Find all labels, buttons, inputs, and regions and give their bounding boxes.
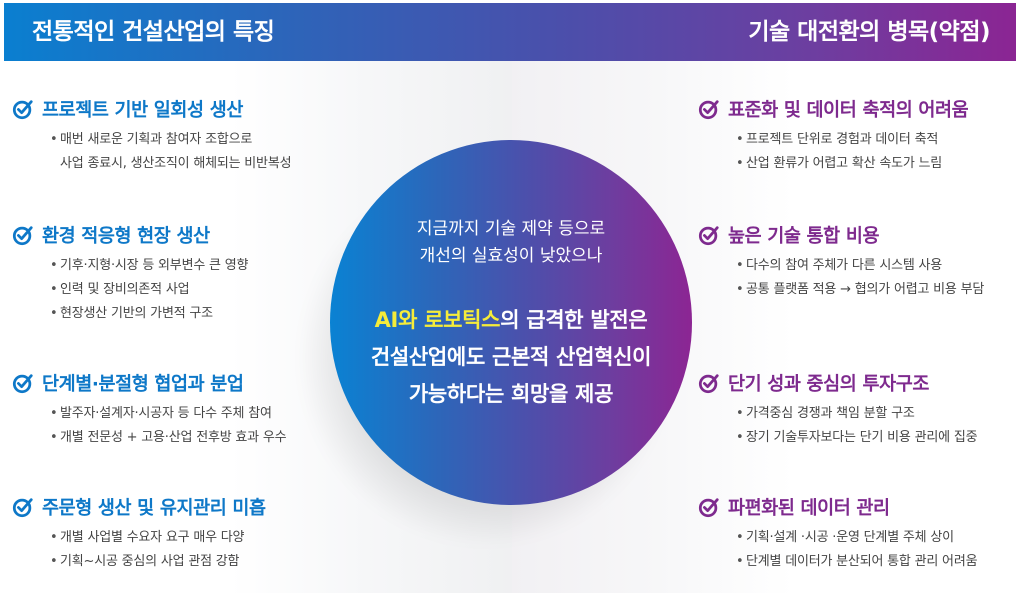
bullet-text: 발주자·설계자·시공자 등 다수 주체 참여 [60, 406, 272, 421]
bullet-text: 프로젝트 단위로 경험과 데이터 축적 [746, 132, 939, 147]
check-circle-icon [12, 498, 33, 518]
header-right-title: 기술 대전환의 병목(약점) [748, 19, 990, 45]
circle-intro-text: 지금까지 기술 제약 등으로 개선의 실효성이 낮았으나 [330, 216, 692, 270]
bullet-text: 기획·설계 ·시공 ·운영 단계별 주체 상이 [746, 530, 954, 545]
check-circle-icon [698, 226, 719, 246]
right-item-3: 단기 성과 중심의 투자구조 •가격중심 경쟁과 책임 분할 구조 •장기 기술… [698, 370, 978, 450]
header-banner: 전통적인 건설산업의 특징 기술 대전환의 병목(약점) [4, 3, 1016, 61]
item-title: 표준화 및 데이터 축적의 어려움 [728, 100, 969, 121]
bullet-text: 개별 사업별 수요자 요구 매우 다양 [60, 530, 245, 545]
bullet-text: 인력 및 장비의존적 사업 [60, 282, 190, 297]
check-circle-icon [12, 226, 33, 246]
check-circle-icon [698, 374, 719, 394]
center-circle: 지금까지 기술 제약 등으로 개선의 실효성이 낮았으나 AI와 로보틱스의 급… [330, 140, 692, 505]
highlight-robotics: 로보틱스 [424, 308, 501, 332]
bullet-text: 산업 환류가 어렵고 확산 속도가 느림 [746, 156, 943, 171]
item-title: 높은 기술 통합 비용 [728, 226, 880, 247]
item-title: 환경 적응형 현장 생산 [42, 226, 210, 247]
check-circle-icon [698, 100, 719, 120]
left-item-1: 프로젝트 기반 일회성 생산 •매번 새로운 기획과 참여자 조합으로 사업 종… [12, 96, 292, 176]
bullet-text: 개별 전문성 + 고용·산업 전후방 효과 우수 [60, 430, 287, 445]
bullet-text: 기획~시공 중심의 사업 관점 강함 [60, 554, 240, 569]
bullet-text: 다수의 참여 주체가 다른 시스템 사용 [746, 258, 943, 273]
main-line-2: 건설산업에도 근본적 산업혁신이 [370, 345, 652, 369]
item-title: 프로젝트 기반 일회성 생산 [42, 100, 243, 121]
bullet-text: 공통 플랫폼 적용 → 협의가 어렵고 비용 부담 [746, 282, 985, 297]
highlight-ai: AI와 [374, 308, 418, 332]
right-item-4: 파편화된 데이터 관리 •기획·설계 ·시공 ·운영 단계별 주체 상이 •단계… [698, 494, 978, 574]
circle-main-text: AI와 로보틱스의 급격한 발전은 건설산업에도 근본적 산업혁신이 가능하다는… [330, 302, 692, 413]
item-title: 단기 성과 중심의 투자구조 [728, 374, 929, 395]
intro-line-1: 지금까지 기술 제약 등으로 [416, 219, 606, 239]
main-line-3: 가능하다는 희망을 제공 [408, 382, 614, 406]
left-item-3: 단계별·분절형 협업과 분업 •발주자·설계자·시공자 등 다수 주체 참여 •… [12, 370, 287, 450]
bullet-text: 매번 새로운 기획과 참여자 조합으로 [60, 132, 253, 147]
intro-line-2: 개선의 실효성이 낮았으나 [419, 246, 603, 266]
bullet-text: 현장생산 기반의 가변적 구조 [60, 306, 213, 321]
check-circle-icon [12, 374, 33, 394]
bullet-text: 사업 종료시, 생산조직이 해체되는 비반복성 [60, 156, 292, 171]
item-title: 주문형 생산 및 유지관리 미흡 [42, 498, 266, 519]
item-title: 파편화된 데이터 관리 [728, 498, 890, 519]
bullet-text: 장기 기술투자보다는 단기 비용 관리에 집중 [746, 430, 978, 445]
header-left-title: 전통적인 건설산업의 특징 [32, 19, 275, 45]
right-item-1: 표준화 및 데이터 축적의 어려움 •프로젝트 단위로 경험과 데이터 축적 •… [698, 96, 969, 176]
right-item-2: 높은 기술 통합 비용 •다수의 참여 주체가 다른 시스템 사용 •공통 플랫… [698, 222, 984, 302]
bullet-text: 기후·지형·시장 등 외부변수 큰 영향 [60, 258, 249, 273]
check-circle-icon [12, 100, 33, 120]
main-line-1: AI와 로보틱스의 급격한 발전은 [330, 302, 692, 339]
left-item-4: 주문형 생산 및 유지관리 미흡 •개별 사업별 수요자 요구 매우 다양 •기… [12, 494, 266, 574]
left-item-2: 환경 적응형 현장 생산 •기후·지형·시장 등 외부변수 큰 영향 •인력 및… [12, 222, 248, 326]
bullet-text: 가격중심 경쟁과 책임 분할 구조 [746, 406, 915, 421]
item-title: 단계별·분절형 협업과 분업 [42, 374, 244, 395]
check-circle-icon [698, 498, 719, 518]
main-line-1-rest: 의 급격한 발전은 [500, 308, 648, 332]
bullet-text: 단계별 데이터가 분산되어 통합 관리 어려움 [746, 554, 978, 569]
